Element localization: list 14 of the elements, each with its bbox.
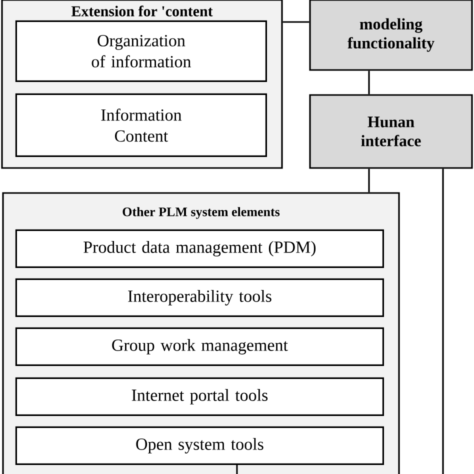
component-box: Interoperability tools — [15, 278, 384, 317]
connector-line — [442, 168, 444, 474]
component-box: Open system tools — [15, 426, 384, 465]
component-box: Organization of information — [15, 20, 267, 82]
connector-line — [368, 70, 370, 94]
component-box: Group work management — [15, 327, 384, 366]
component-box: Information Content — [15, 93, 267, 157]
component-box: Internet portal tools — [15, 377, 384, 416]
connector-line — [282, 21, 310, 23]
connector-line — [236, 465, 238, 474]
module-box: Hunan interface — [309, 94, 473, 169]
connector-line — [368, 168, 370, 192]
module-box: modeling functionality — [309, 0, 473, 71]
component-box: Product data management (PDM) — [15, 229, 384, 268]
